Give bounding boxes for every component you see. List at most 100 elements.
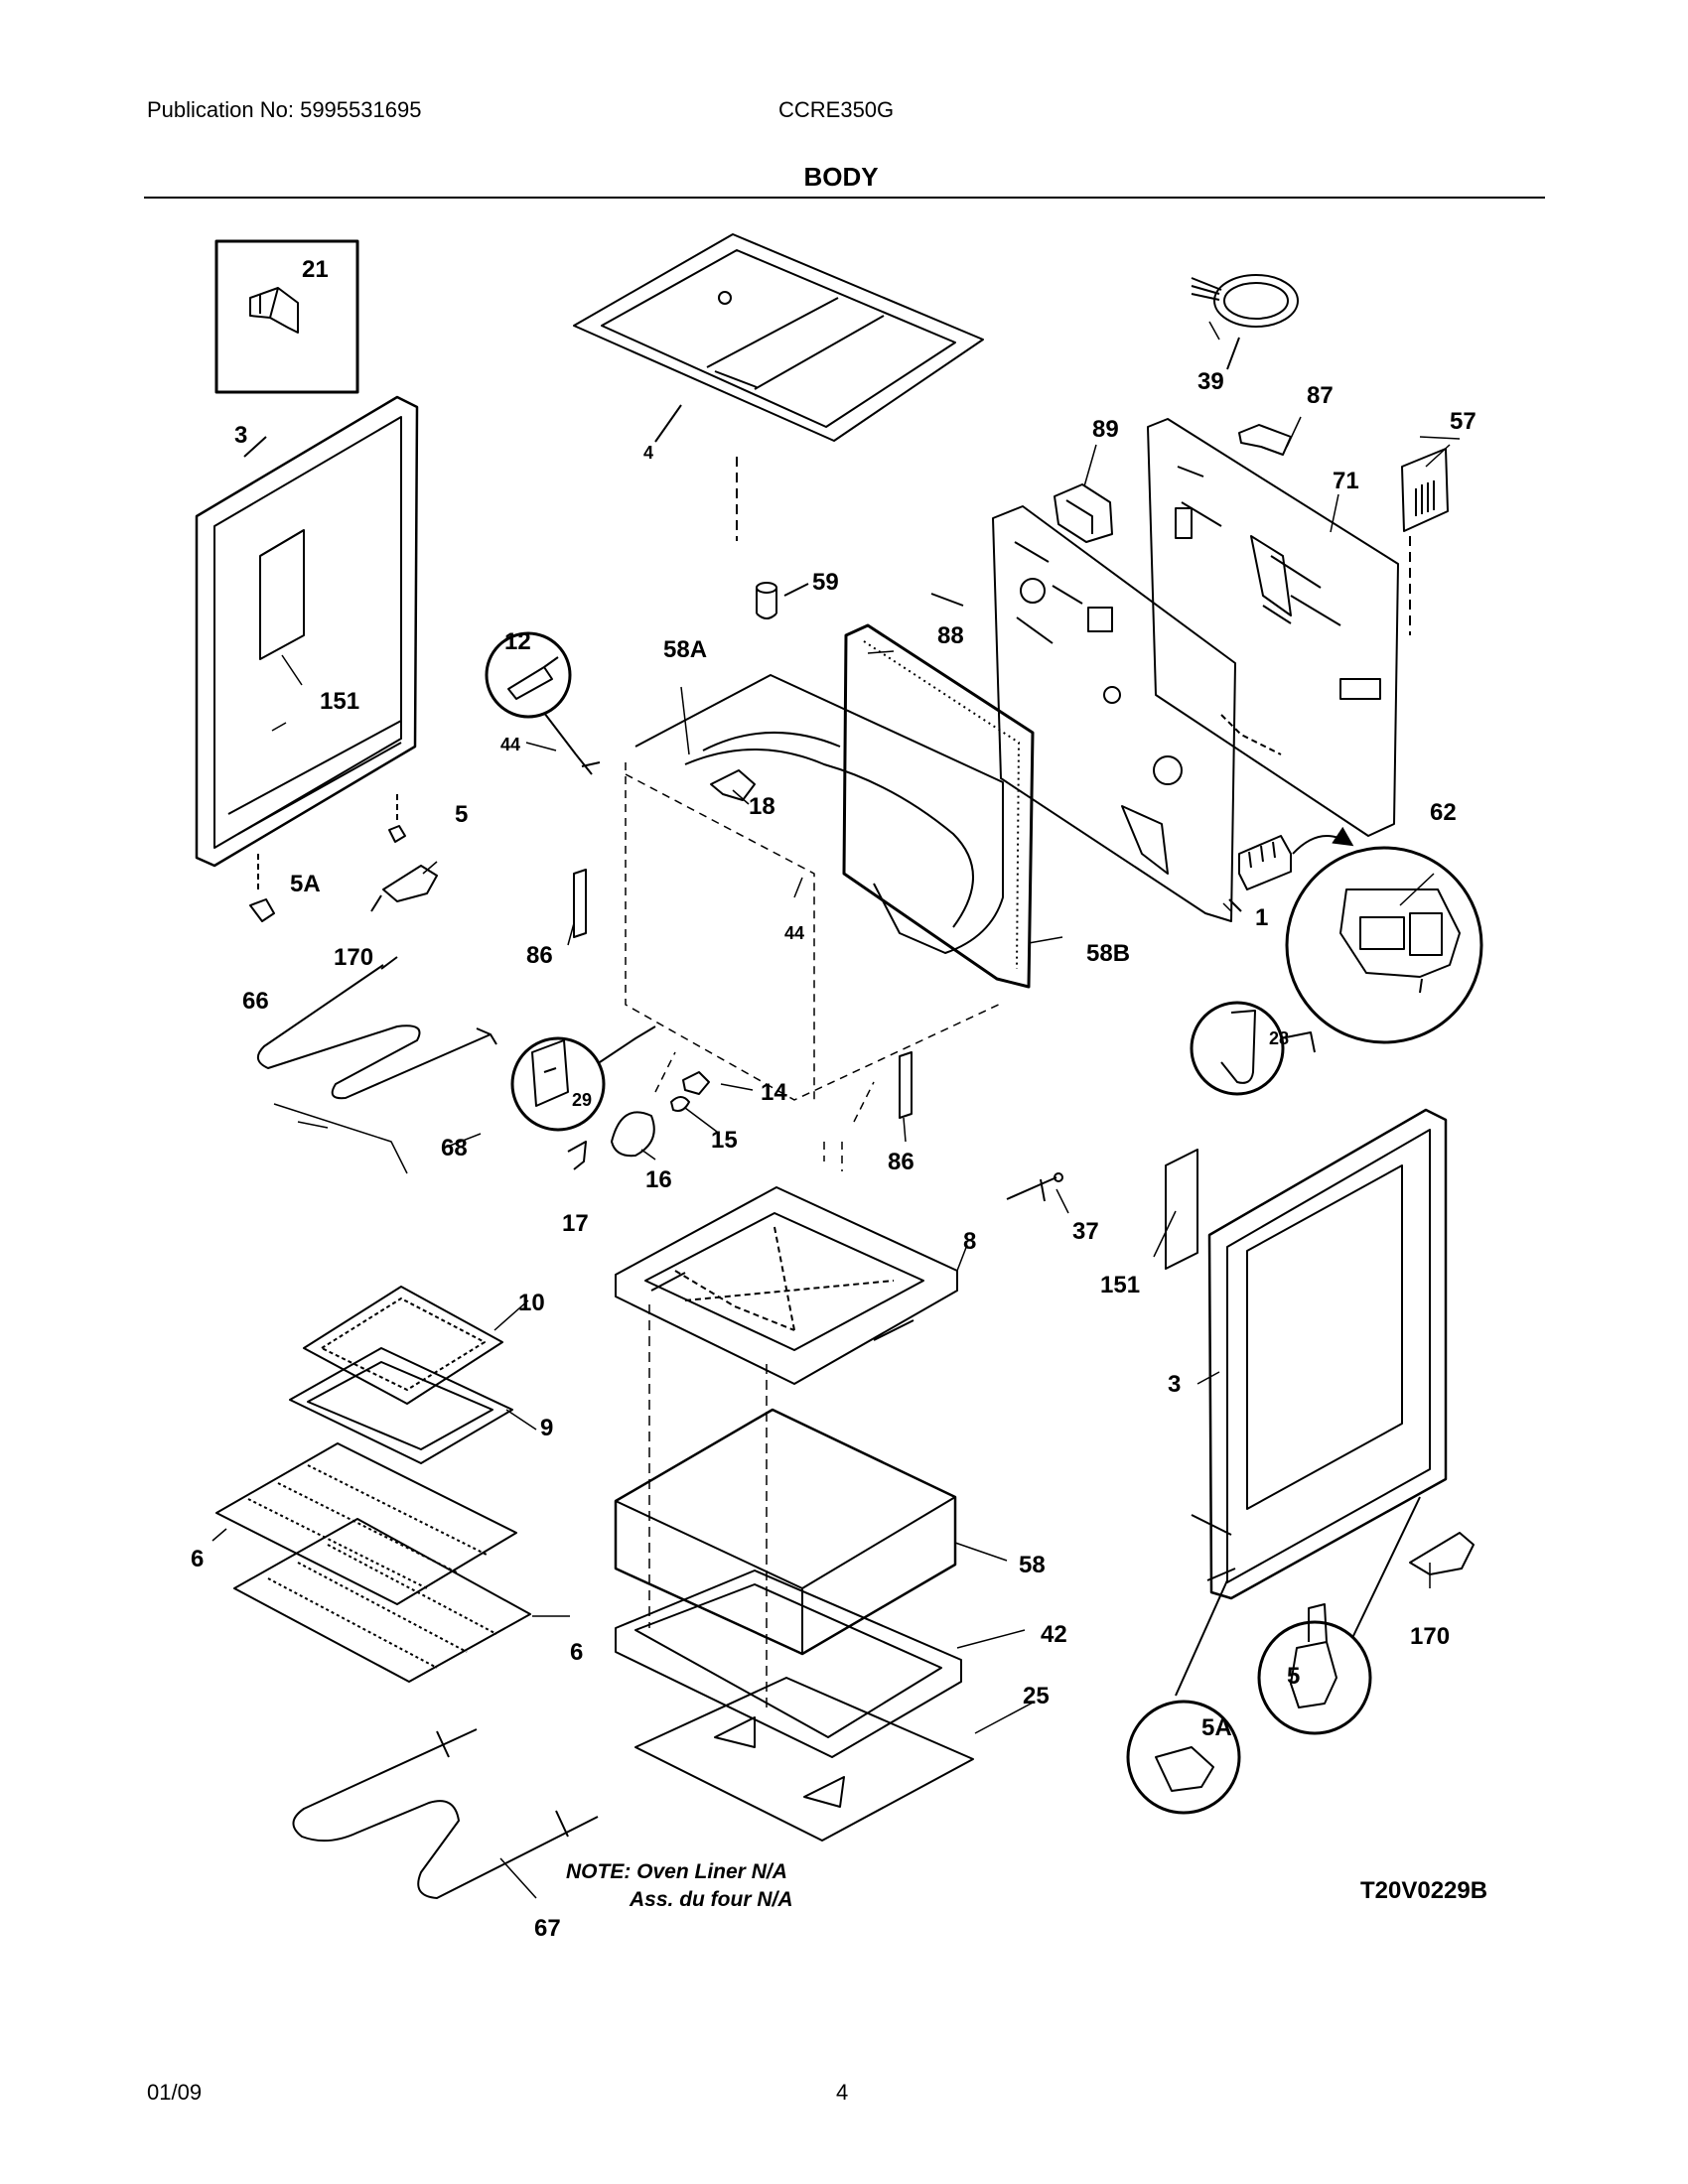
- callout-5-left: 5: [455, 801, 468, 828]
- callout-37: 37: [1072, 1218, 1099, 1245]
- part-3-left-side-panel: [195, 395, 419, 868]
- section-title-text: BODY: [803, 162, 879, 192]
- part-5-5a-170-left-fasteners: [249, 794, 438, 922]
- part-4-top-panel: [573, 233, 984, 541]
- leader-lines: [211, 321, 1451, 1899]
- part-58-insulation-block: [614, 1408, 957, 1656]
- part-68-bracket: [273, 1103, 408, 1174]
- part-42-bottom-tray: [615, 1570, 962, 1758]
- part-67-bake-element: [292, 1728, 599, 1899]
- callout-21: 21: [302, 256, 329, 283]
- callout-89: 89: [1092, 416, 1119, 443]
- part-58a-insulation: [634, 674, 1004, 954]
- footer-date: 01/09: [147, 2080, 203, 2105]
- callout-25: 25: [1023, 1683, 1050, 1709]
- callout-9: 9: [540, 1415, 553, 1441]
- callout-67: 67: [534, 1915, 561, 1942]
- callout-17: 17: [562, 1210, 589, 1237]
- callout-15: 15: [711, 1127, 738, 1154]
- part-151-right-bracket: [1165, 1149, 1198, 1270]
- part-5-right-detail: [1257, 1496, 1421, 1735]
- note-line-2: Ass. du four N/A: [629, 1888, 793, 1911]
- part-58b-insulation: [842, 623, 1035, 989]
- callout-57: 57: [1450, 408, 1477, 435]
- callout-39: 39: [1197, 368, 1224, 395]
- publication-number: Publication No: 5995531695: [147, 97, 422, 122]
- part-1-back-panel: [992, 505, 1242, 922]
- callout-6-lower: 6: [570, 1639, 583, 1666]
- part-3-right-side-panel: [1191, 1108, 1448, 1600]
- part-87-bracket: [1238, 424, 1292, 456]
- callout-5-right: 5: [1287, 1663, 1300, 1690]
- callout-3-left: 3: [234, 422, 247, 449]
- part-28-detail: [1190, 1001, 1316, 1096]
- callout-1: 1: [1255, 904, 1268, 931]
- section-title: BODY: [0, 162, 1688, 193]
- callout-4: 4: [643, 443, 653, 463]
- callout-151-left: 151: [320, 688, 359, 715]
- part-39-power-cord: [1191, 274, 1299, 370]
- callout-58: 58: [1019, 1552, 1046, 1578]
- note-line-1: NOTE: Oven Liner N/A: [566, 1860, 787, 1883]
- callout-44-mid: 44: [784, 923, 804, 943]
- model-number: CCRE350G: [778, 97, 895, 122]
- part-12-switch-detail: [485, 631, 601, 775]
- callout-58b: 58B: [1086, 940, 1130, 967]
- callout-62: 62: [1430, 799, 1457, 826]
- header-rule: [144, 197, 1545, 199]
- assembly-guide-lines: [648, 1304, 768, 1707]
- part-57-label: [1401, 436, 1461, 635]
- footer-page-number: 4: [836, 2080, 849, 2105]
- part-170-right-bracket: [1409, 1532, 1475, 1575]
- part-25-panel: [634, 1677, 974, 1842]
- part-59-post: [756, 582, 809, 619]
- callout-170-right: 170: [1410, 1623, 1450, 1650]
- parts-14-15-16-17-light-assembly: [567, 1071, 710, 1170]
- callout-5a-left: 5A: [290, 871, 321, 897]
- callout-86-right: 86: [888, 1149, 914, 1175]
- callout-88: 88: [937, 622, 964, 649]
- callout-14: 14: [761, 1079, 787, 1106]
- callout-66: 66: [242, 988, 269, 1015]
- callout-8: 8: [963, 1228, 976, 1255]
- callout-44-top: 44: [500, 735, 520, 754]
- callout-5a-right: 5A: [1201, 1714, 1232, 1741]
- callout-170-left: 170: [334, 944, 373, 971]
- part-88-wire: [930, 593, 964, 607]
- callout-151-right: 151: [1100, 1272, 1140, 1298]
- callout-16: 16: [645, 1166, 672, 1193]
- part-89-bracket: [1054, 483, 1113, 543]
- part-6-oven-racks: [215, 1442, 531, 1683]
- part-5a-right-detail: [1126, 1568, 1241, 1815]
- part-66-heating-element: [257, 956, 497, 1100]
- callout-3-right: 3: [1168, 1371, 1181, 1398]
- part-29-detail: [510, 1025, 656, 1132]
- callout-42: 42: [1041, 1621, 1067, 1648]
- callout-6-upper: 6: [191, 1546, 204, 1572]
- part-21-clip-box: [214, 239, 359, 394]
- callout-87: 87: [1307, 382, 1334, 409]
- part-86-right-rail: [899, 1051, 913, 1119]
- part-62-terminal-block: [1238, 826, 1483, 1044]
- callout-86-left: 86: [526, 942, 553, 969]
- part-37-sensor: [1006, 1172, 1063, 1202]
- callout-71: 71: [1333, 468, 1359, 494]
- callout-10: 10: [518, 1290, 545, 1316]
- callout-29: 29: [572, 1090, 592, 1110]
- callout-68: 68: [441, 1135, 468, 1161]
- part-18-bracket: [710, 769, 756, 801]
- part-10-broiler-grid: [303, 1286, 503, 1405]
- part-9-broiler-pan: [289, 1347, 513, 1464]
- part-71-back-panel: [1147, 418, 1399, 837]
- oven-liner-outline: [625, 762, 1004, 1171]
- callout-18: 18: [749, 793, 775, 820]
- part-8-bottom-panel: [615, 1186, 958, 1385]
- part-86-left-rail: [573, 869, 587, 938]
- callout-59: 59: [812, 569, 839, 596]
- part-151-left-bracket: [259, 529, 305, 557]
- callout-12: 12: [504, 628, 531, 655]
- callout-28: 28: [1269, 1028, 1289, 1048]
- diagram-code: T20V0229B: [1360, 1877, 1487, 1904]
- callout-58a: 58A: [663, 636, 707, 663]
